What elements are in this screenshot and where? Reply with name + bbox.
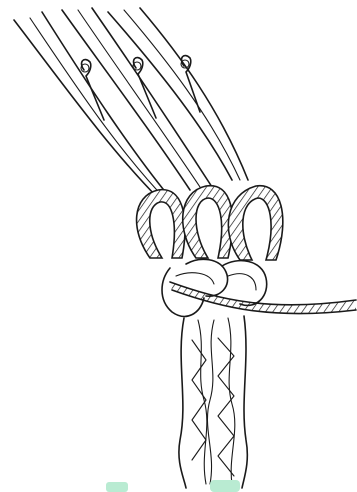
loop-2 xyxy=(183,186,233,258)
braided-tail xyxy=(179,316,247,488)
hook-eyelets xyxy=(81,56,200,120)
loop-3 xyxy=(228,186,282,260)
watermark-smudge xyxy=(106,480,240,492)
loop-1 xyxy=(137,190,185,258)
